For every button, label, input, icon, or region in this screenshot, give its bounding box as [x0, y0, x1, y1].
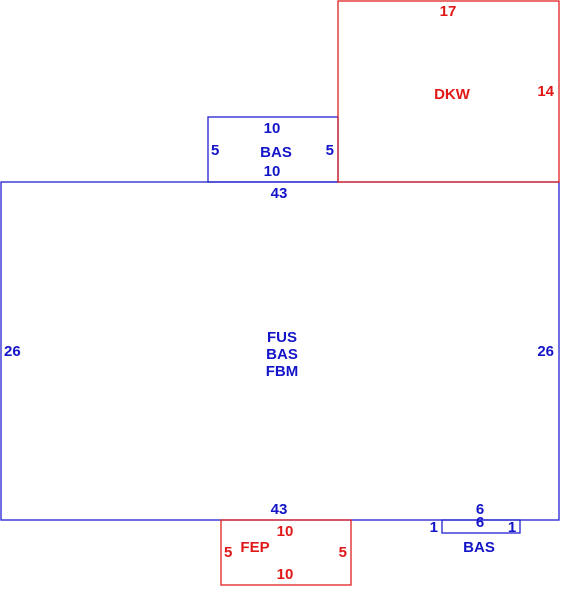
top-bas-right-dim: 5: [326, 142, 334, 159]
main-top-dim: 43: [271, 185, 288, 202]
top-bas-area: 10 10 5 5 BAS: [207, 116, 339, 183]
porch-outline: [220, 519, 352, 586]
small-bas-label: BAS: [463, 539, 495, 556]
main-label-bas: BAS: [266, 346, 298, 363]
porch-right-dim: 5: [339, 544, 347, 561]
main-right-dim: 26: [537, 343, 554, 360]
deck-label: DKW: [434, 86, 471, 103]
small-bas-area: 6 6 1 1 BAS: [430, 501, 521, 556]
small-bas-right-dim: 1: [508, 519, 516, 536]
porch-left-dim: 5: [224, 544, 232, 561]
deck-area: 17 14 DKW: [337, 0, 560, 183]
top-bas-label: BAS: [260, 144, 292, 161]
small-bas-left-dim: 1: [430, 519, 438, 536]
deck-right-dim: 14: [537, 83, 554, 100]
top-bas-top-dim: 10: [264, 120, 281, 137]
main-label-fbm: FBM: [266, 363, 299, 380]
small-bas-top-dim: 6: [476, 501, 484, 518]
top-bas-left-dim: 5: [211, 142, 219, 159]
main-left-dim: 26: [4, 343, 21, 360]
main-label-fus: FUS: [267, 329, 297, 346]
top-bas-bottom-dim: 10: [264, 163, 281, 180]
porch-area: 10 10 5 5 FEP: [220, 519, 352, 586]
porch-label: FEP: [240, 539, 269, 556]
deck-top-dim: 17: [440, 3, 457, 20]
deck-outline: [337, 0, 560, 183]
porch-top-dim: 10: [277, 523, 294, 540]
main-bottom-dim: 43: [271, 501, 288, 518]
small-bas-inner-dim: 6: [476, 514, 484, 531]
porch-bottom-dim: 10: [277, 566, 294, 583]
small-bas-outline: [441, 519, 521, 534]
main-area: 43 43 26 26 FUS BAS FBM: [0, 181, 560, 521]
